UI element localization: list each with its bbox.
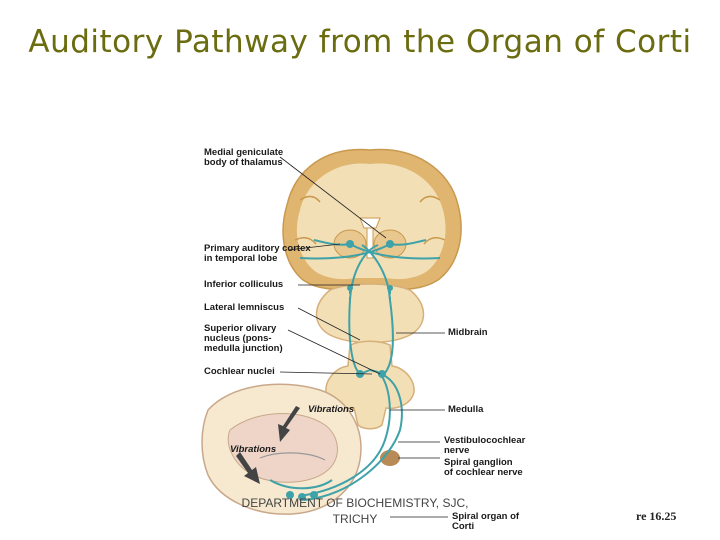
midbrain-section — [315, 283, 425, 344]
label-vibrations-lower: Vibrations — [230, 444, 277, 455]
diagram-artwork — [201, 148, 462, 518]
label-medial-geniculate: Medial geniculate body of thalamus — [204, 147, 284, 168]
label-vestibulocochlear-nerve: Vestibulocochlear nerve — [444, 435, 526, 456]
label-lateral-lemniscus: Lateral lemniscus — [204, 302, 285, 313]
label-spiral-organ: Spiral organ of Corti — [452, 511, 520, 532]
label-superior-olivary: Superior olivary nucleus (pons-medulla j… — [204, 323, 283, 354]
label-medulla: Medulla — [448, 404, 484, 415]
label-vibrations-upper: Vibrations — [308, 404, 355, 415]
label-primary-auditory-cortex: Primary auditory cortex in temporal lobe — [204, 243, 311, 264]
label-midbrain: Midbrain — [448, 327, 488, 338]
auditory-pathway-diagram: Medial geniculate body of thalamus Prima… — [200, 140, 535, 536]
label-cochlear-nuclei: Cochlear nuclei — [204, 366, 275, 377]
slide-title: Auditory Pathway from the Organ of Corti — [28, 24, 692, 60]
figure-number: re 16.25 — [636, 509, 677, 523]
footer-department: DEPARTMENT OF BIOCHEMISTRY, SJC, TRICHY — [241, 496, 469, 526]
label-spiral-ganglion: Spiral ganglion of cochlear nerve — [444, 457, 523, 478]
label-inferior-colliculus: Inferior colliculus — [204, 279, 284, 290]
